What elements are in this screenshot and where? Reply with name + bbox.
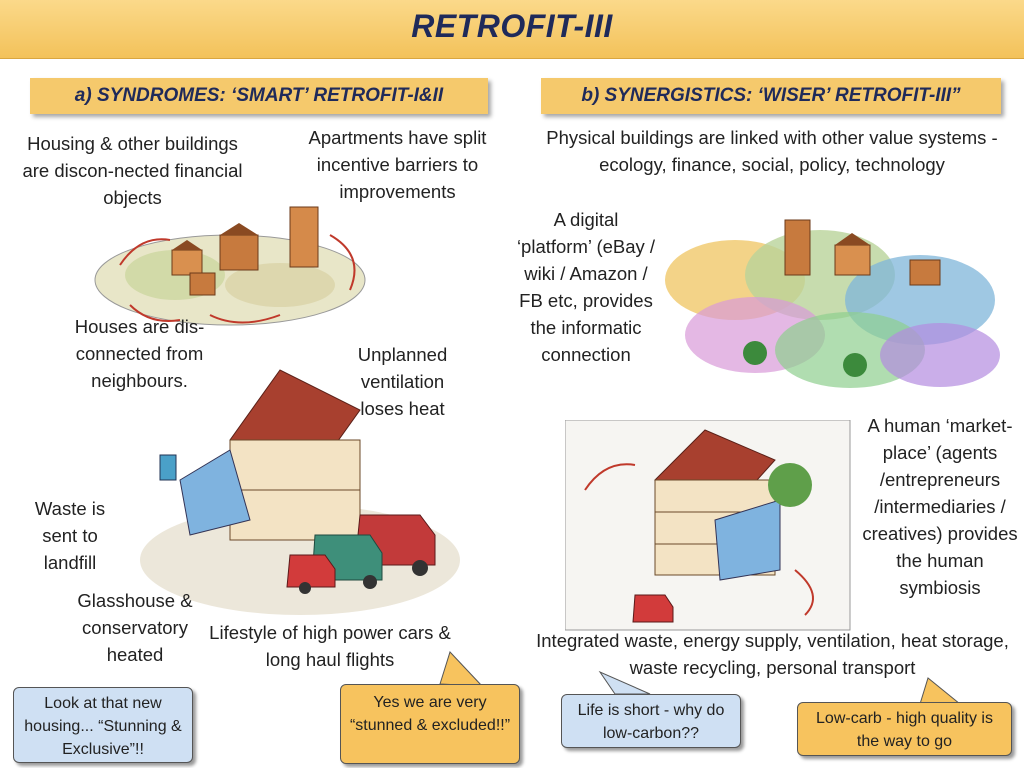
integrated-text: Integrated waste, energy supply, ventila… xyxy=(536,630,1009,678)
waste-text: Waste is sent to landfill xyxy=(34,498,106,573)
houses-text: Houses are dis-connected from neighbours… xyxy=(74,316,205,391)
look-bubble: Look at that new housing... “Stunning & … xyxy=(13,687,193,763)
slide-title: RETROFIT-III xyxy=(411,8,613,44)
house-with-cars-illustration xyxy=(140,369,460,615)
disconnected-buildings-illustration xyxy=(94,206,366,326)
housing-text: Housing & other buildings are discon-nec… xyxy=(22,133,243,208)
yes-bubble: Yes we are very “stunned & excluded!!” xyxy=(340,684,520,764)
linked-value-systems-illustration xyxy=(665,219,1000,388)
life-bubble: Life is short - why do low-carbon?? xyxy=(561,694,741,748)
human-text: A human ‘market-place’ (agents /entrepre… xyxy=(862,415,1018,598)
physical-text: Physical buildings are linked with other… xyxy=(546,127,998,175)
lowcarb-bubble: Low-carb - high quality is the way to go xyxy=(797,702,1012,756)
lifestyle-text: Lifestyle of high power cars & long haul… xyxy=(209,622,451,670)
digital-text: A digital ‘platform’ (eBay / wiki / Amaz… xyxy=(516,209,656,365)
glasshouse-text: Glasshouse & conservatory heated xyxy=(77,590,193,665)
section-a-header: a) SYNDROMES: ‘SMART’ RETROFIT-I&II xyxy=(30,78,488,114)
ventilation-text: Unplanned ventilation loses heat xyxy=(357,344,448,419)
title-bar xyxy=(0,0,1024,59)
integrated-house-illustration xyxy=(565,420,851,631)
section-b-header: b) SYNERGISTICS: ‘WISER’ RETROFIT-III” xyxy=(541,78,1001,114)
apartments-text: Apartments have split incentive barriers… xyxy=(308,127,487,202)
